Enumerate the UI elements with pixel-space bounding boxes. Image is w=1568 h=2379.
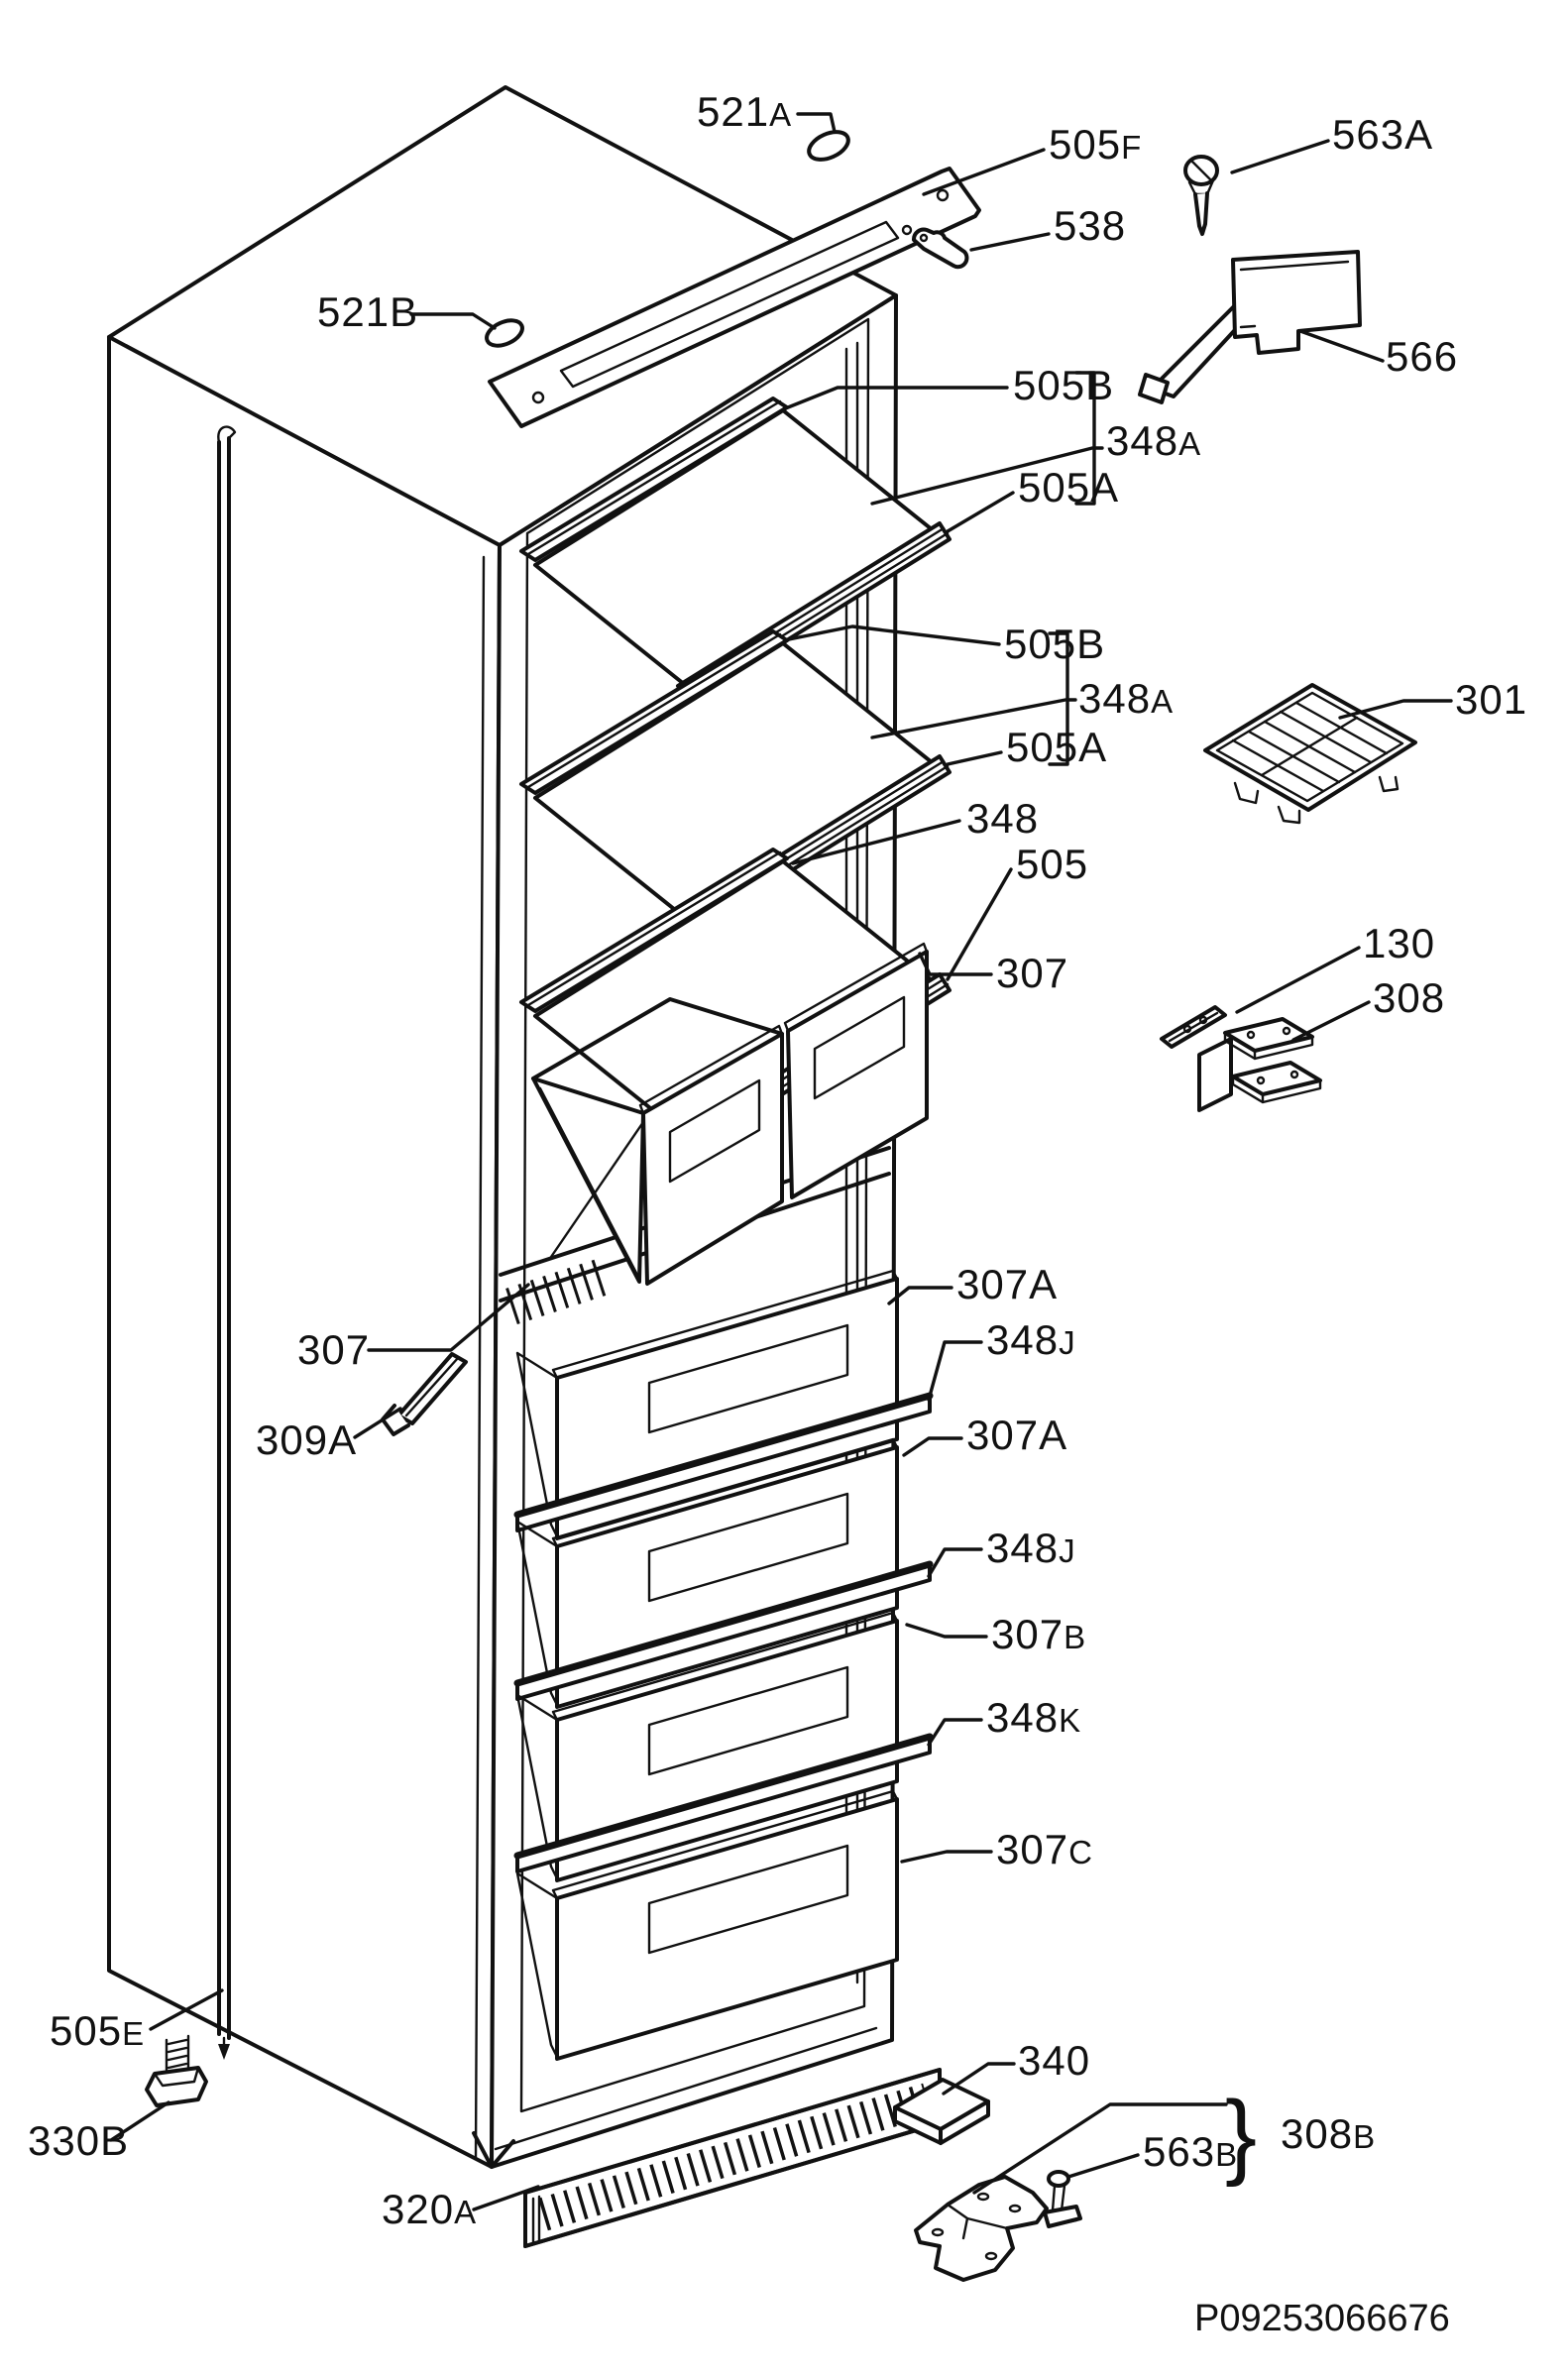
leader-348k	[927, 1718, 983, 1747]
callout-307-right: 307	[996, 950, 1068, 996]
callout-301: 301	[1455, 676, 1527, 723]
callout-340: 340	[1018, 2037, 1090, 2084]
callout-505b-2: 505B	[1004, 621, 1105, 667]
callout-505a-1: 505A	[1018, 464, 1119, 510]
freezer-shelf-panel-3	[513, 1733, 934, 1873]
leader-505b-1	[786, 386, 1009, 409]
callout-307a-2: 307A	[966, 1412, 1067, 1458]
leader-521a	[796, 112, 837, 134]
leader-348a-1	[870, 446, 1094, 506]
callout-348a-1: 348A	[1106, 417, 1201, 464]
screw-563a	[1183, 155, 1219, 236]
callout-308b: 308B	[1281, 2110, 1376, 2157]
leader-505b-2	[787, 624, 1001, 646]
callout-348a-2: 348A	[1078, 675, 1174, 722]
screw-563b	[1043, 2170, 1082, 2228]
door-gasket-505e	[217, 425, 237, 2060]
leveling-foot-330b	[145, 2034, 208, 2107]
leader-307a-2	[902, 1436, 963, 1457]
leader-348a-2	[870, 698, 1067, 739]
leader-348j-1	[927, 1340, 983, 1402]
leader-538	[969, 232, 1051, 252]
leader-130	[1235, 946, 1361, 1014]
callout-563b: 563B	[1143, 2128, 1238, 2175]
drawer-rail-309a	[381, 1352, 468, 1436]
callout-309a: 309A	[256, 1416, 357, 1463]
callout-348k: 348K	[986, 1694, 1081, 1741]
freezer-drawer-4	[515, 1789, 899, 2061]
bracket-566	[1138, 250, 1362, 404]
callout-307-left: 307	[297, 1326, 370, 1373]
callout-330b: 330B	[28, 2117, 129, 2164]
leader-320a	[472, 2185, 540, 2211]
callout-308: 308	[1373, 974, 1445, 1021]
callout-505: 505	[1016, 841, 1088, 887]
callout-130: 130	[1363, 920, 1435, 966]
callout-521a: 521A	[697, 88, 792, 135]
leader-307-right	[918, 952, 993, 976]
leader-lines	[109, 112, 1453, 2211]
leader-308b	[972, 2102, 1228, 2195]
leader-563b	[1066, 2153, 1140, 2179]
product-code: P09253066676	[1194, 2298, 1450, 2339]
leader-307a-1	[887, 1286, 953, 1305]
brace-308b: }	[1225, 2082, 1257, 2188]
callout-320a: 320A	[382, 2186, 477, 2232]
leader-505a-2	[946, 750, 1003, 766]
leader-307b	[905, 1623, 988, 1639]
freezer-drawer-3	[515, 1611, 899, 1882]
callout-307a-1: 307A	[956, 1261, 1058, 1307]
callout-348: 348	[966, 795, 1039, 842]
callout-563a: 563A	[1332, 111, 1433, 158]
leader-521b	[409, 312, 497, 330]
bracket-348a-2	[1048, 631, 1077, 766]
bottom-hinge-308b	[914, 2175, 1049, 2282]
callout-505e: 505E	[50, 2007, 145, 2054]
top-mounting-rail-505f	[488, 167, 981, 428]
callout-307c: 307C	[996, 1826, 1093, 1872]
leader-566	[1298, 329, 1385, 363]
hinge-bracket-308	[1197, 1017, 1322, 1112]
leader-301	[1338, 699, 1453, 720]
callout-505f: 505F	[1049, 121, 1142, 168]
callout-505b-1: 505B	[1013, 362, 1114, 408]
leader-563a	[1230, 139, 1330, 174]
callout-566: 566	[1386, 333, 1458, 380]
freezer-drawer-1	[515, 1269, 899, 1540]
leader-505	[946, 867, 1013, 981]
fixing-pin-521a	[807, 130, 850, 162]
leader-340	[942, 2062, 1016, 2096]
callout-348j-1: 348J	[986, 1316, 1076, 1363]
clip-538	[912, 227, 969, 270]
leader-505e	[149, 1988, 224, 2031]
leader-348j-2	[927, 1547, 983, 1578]
callout-307b: 307B	[991, 1611, 1086, 1657]
callout-348j-2: 348J	[986, 1525, 1076, 1571]
callout-521b: 521B	[317, 288, 418, 335]
callout-labels: 521A 505F 563A 538 521B 566 505B 348A 50…	[28, 88, 1527, 2232]
leader-330b	[109, 2100, 170, 2142]
leader-308	[1291, 1000, 1371, 1042]
crisper-drawers-307	[531, 942, 929, 1286]
leader-348	[791, 819, 961, 865]
cover-strip-130	[1160, 1005, 1227, 1049]
leader-307-left	[367, 1283, 530, 1352]
spacer-340	[893, 2078, 990, 2145]
leader-307c	[900, 1850, 993, 1864]
ice-cube-tray-301	[1203, 683, 1417, 825]
freezer-drawer-2	[515, 1437, 899, 1709]
freezer-shelf-panel-2	[513, 1560, 934, 1701]
leader-309a	[353, 1407, 402, 1439]
callout-505a-2: 505A	[1006, 724, 1107, 770]
leader-505f	[922, 148, 1046, 196]
callout-538: 538	[1054, 202, 1126, 249]
bracket-348a-1	[1074, 371, 1104, 506]
leader-505a-1	[946, 491, 1015, 533]
